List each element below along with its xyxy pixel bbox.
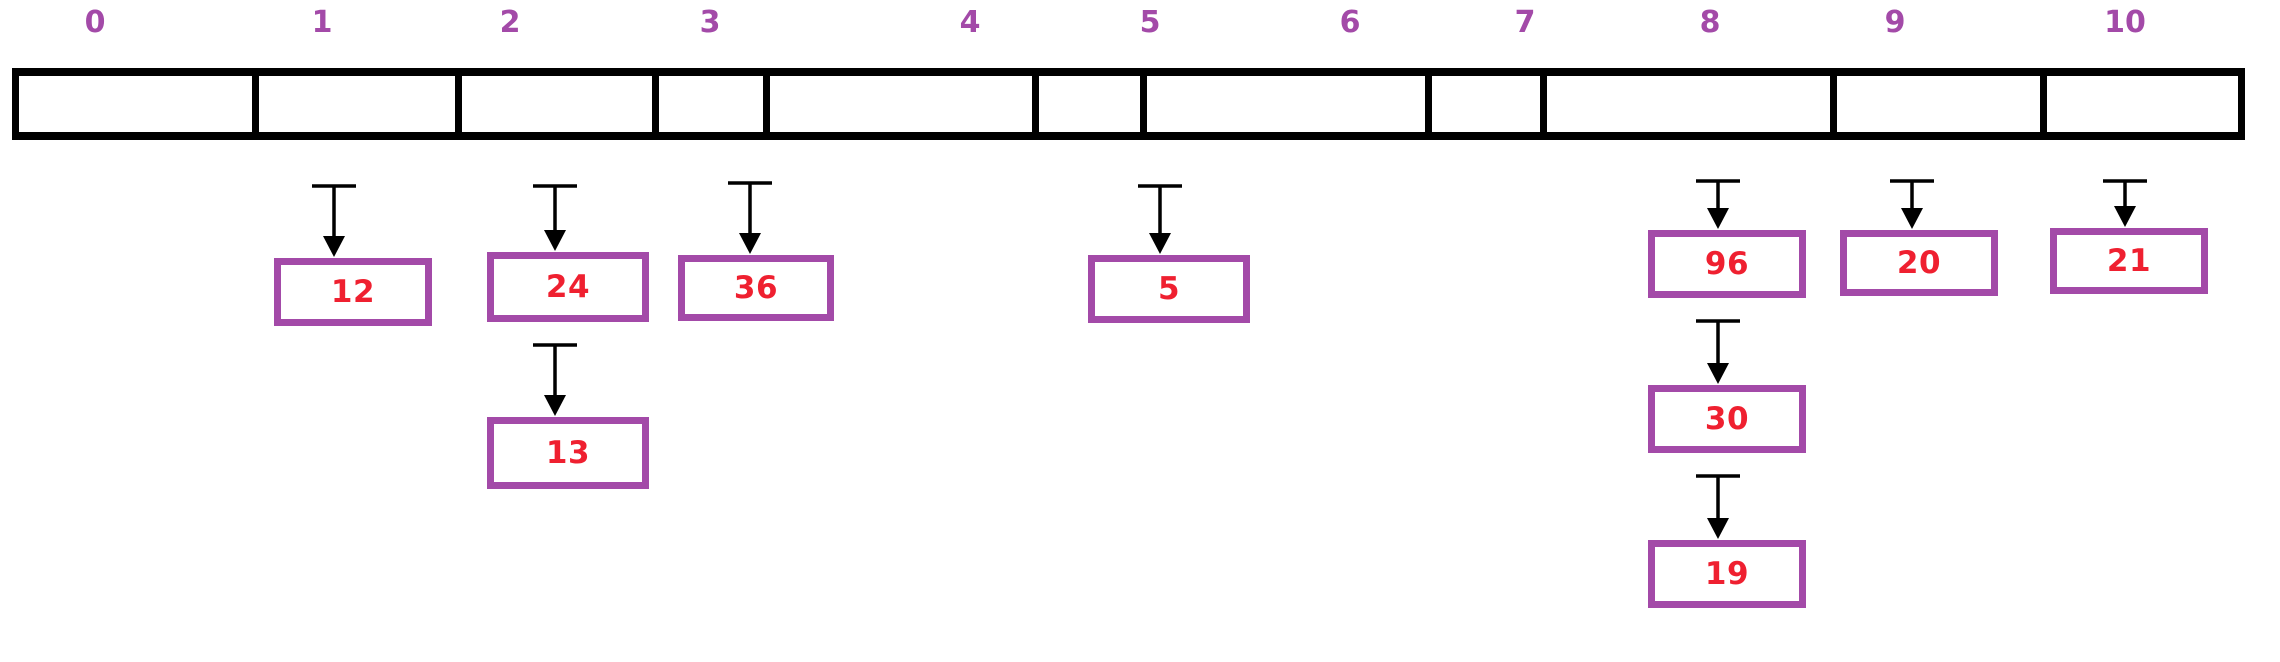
hash-table-strip [12, 68, 2245, 140]
chain-node-value: 12 [330, 273, 376, 310]
slot-divider [252, 76, 259, 132]
table-edge-divider [2238, 76, 2245, 132]
chain-arrow-a-slot10 [2091, 178, 2159, 228]
chain-arrow-a-slot2 [521, 183, 589, 252]
slot-divider [1425, 76, 1432, 132]
slot-divider [1540, 76, 1547, 132]
hash-slot-5[interactable] [1032, 76, 1140, 132]
index-label-1: 1 [311, 5, 333, 40]
chain-node-20[interactable]: 20 [1840, 230, 1998, 296]
slot-divider [652, 76, 659, 132]
chain-node-value: 30 [1704, 400, 1750, 437]
chain-arrow-a-slot9 [1878, 178, 1946, 230]
index-label-8: 8 [1699, 5, 1721, 40]
chain-arrow-a-24-13 [521, 342, 589, 417]
chain-node-24[interactable]: 24 [487, 252, 649, 322]
chain-arrow-a-slot1 [300, 183, 368, 258]
chain-node-value: 13 [545, 434, 591, 471]
chain-node-value: 24 [545, 268, 591, 305]
chain-arrow-a-slot3 [716, 180, 784, 255]
hash-slot-3[interactable] [652, 76, 763, 132]
slot-divider [455, 76, 462, 132]
hash-slot-4[interactable] [763, 76, 1032, 132]
slot-divider [2040, 76, 2047, 132]
hash-slot-7[interactable] [1425, 76, 1540, 132]
index-label-0: 0 [84, 5, 106, 40]
chain-node-value: 5 [1157, 270, 1181, 307]
hash-slot-10[interactable] [2040, 76, 2245, 132]
slot-divider [763, 76, 770, 132]
chain-node-21[interactable]: 21 [2050, 228, 2208, 294]
index-label-9: 9 [1884, 5, 1906, 40]
chain-node-value: 96 [1704, 245, 1750, 282]
index-label-7: 7 [1514, 5, 1536, 40]
hash-slot-9[interactable] [1830, 76, 2040, 132]
index-label-5: 5 [1139, 5, 1161, 40]
chain-arrow-a-30-19 [1684, 473, 1752, 540]
chain-node-value: 21 [2106, 242, 2152, 279]
hash-slot-1[interactable] [252, 76, 455, 132]
chain-arrow-a-slot5 [1126, 183, 1194, 255]
chain-node-13[interactable]: 13 [487, 417, 649, 489]
slot-divider [1830, 76, 1837, 132]
chain-arrow-a-96-30 [1684, 318, 1752, 385]
hash-slot-0[interactable] [12, 76, 252, 132]
chain-node-5[interactable]: 5 [1088, 255, 1250, 323]
index-label-10: 10 [2104, 5, 2146, 40]
chain-node-96[interactable]: 96 [1648, 230, 1806, 298]
table-edge-divider [12, 76, 19, 132]
hash-slot-8[interactable] [1540, 76, 1830, 132]
hash-slot-6[interactable] [1140, 76, 1425, 132]
chain-node-19[interactable]: 19 [1648, 540, 1806, 608]
index-label-4: 4 [959, 5, 981, 40]
slot-divider [1032, 76, 1039, 132]
chain-node-30[interactable]: 30 [1648, 385, 1806, 453]
hash-slot-2[interactable] [455, 76, 652, 132]
chain-node-value: 19 [1704, 555, 1750, 592]
chain-node-value: 36 [733, 269, 779, 306]
index-label-6: 6 [1339, 5, 1361, 40]
index-label-2: 2 [499, 5, 521, 40]
chain-node-36[interactable]: 36 [678, 255, 834, 321]
chain-node-12[interactable]: 12 [274, 258, 432, 326]
slot-divider [1140, 76, 1147, 132]
chain-node-value: 20 [1896, 244, 1942, 281]
chain-arrow-a-slot8 [1684, 178, 1752, 230]
index-label-3: 3 [699, 5, 721, 40]
